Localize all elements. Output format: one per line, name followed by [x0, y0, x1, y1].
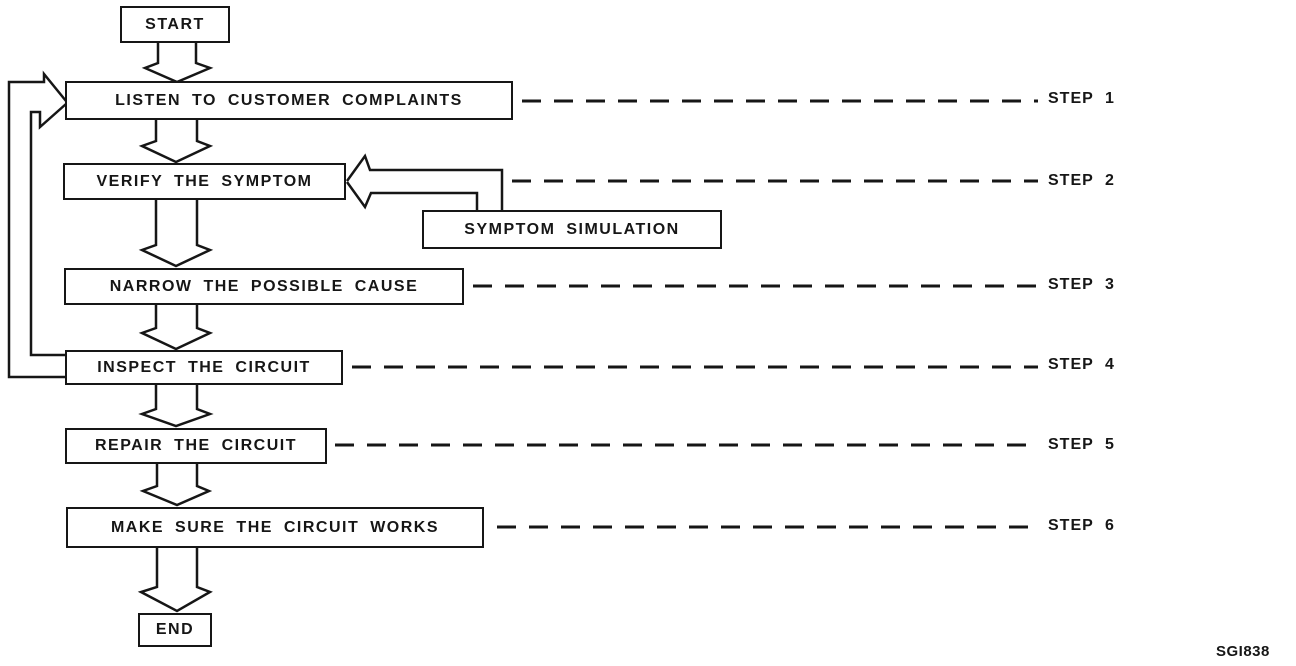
step-label-6: STEP 6	[1048, 517, 1115, 534]
node-end: END	[138, 613, 212, 647]
figure-code: SGI838	[1216, 643, 1270, 660]
arrow-repair-to-makesure	[139, 464, 213, 507]
arrow-narrow-to-inspect	[138, 305, 214, 351]
node-start: START	[120, 6, 230, 43]
step-label-3: STEP 3	[1048, 276, 1115, 293]
step-label-2: STEP 2	[1048, 172, 1115, 189]
arrow-listen-to-verify	[138, 120, 214, 164]
arrow-verify-to-narrow	[138, 200, 214, 268]
step-label-5: STEP 5	[1048, 436, 1115, 453]
step-label-4: STEP 4	[1048, 356, 1115, 373]
node-symptom-simulation: SYMPTOM SIMULATION	[422, 210, 722, 249]
feedback-arrow-outer	[7, 70, 67, 379]
arrow-makesure-to-end	[137, 548, 213, 613]
symptom-arrow-bottom	[345, 181, 479, 211]
arrow-inspect-to-repair	[138, 385, 214, 428]
node-verify-the-symptom: VERIFY THE SYMPTOM	[63, 163, 346, 200]
node-narrow-the-possible-cause: NARROW THE POSSIBLE CAUSE	[64, 268, 464, 305]
step-label-1: STEP 1	[1048, 90, 1115, 107]
symptom-arrow-top	[345, 153, 504, 211]
node-make-sure-the-circuit-works: MAKE SURE THE CIRCUIT WORKS	[66, 507, 484, 548]
node-listen-to-customer-complaints: LISTEN TO CUSTOMER COMPLAINTS	[65, 81, 513, 120]
feedback-arrow-inner	[29, 103, 67, 357]
node-repair-the-circuit: REPAIR THE CIRCUIT	[65, 428, 327, 464]
arrow-start-to-listen	[141, 43, 214, 84]
node-inspect-the-circuit: INSPECT THE CIRCUIT	[65, 350, 343, 385]
